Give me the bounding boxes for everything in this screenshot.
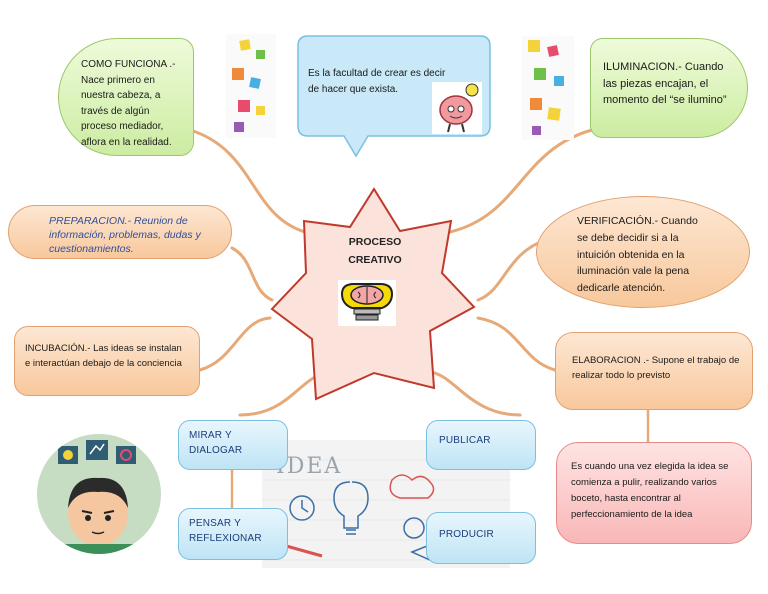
sticky-notes-image-right [522, 36, 574, 140]
node-elaboracion-detail: Es cuando una vez elegida la idea se com… [556, 442, 752, 544]
action-publicar: PUBLICAR [426, 420, 536, 470]
connector-como-funciona [188, 128, 307, 234]
central-title: PROCESO CREATIVO [325, 234, 425, 270]
node-incubacion: INCUBACIÓN.- Las ideas se instalan e int… [14, 326, 200, 396]
node-elaboracion: ELABORACION .- Supone el trabajo de real… [555, 332, 753, 410]
brain-character-icon [432, 82, 482, 134]
node-elaboracion-detail-text: Es cuando una vez elegida la idea se com… [571, 461, 729, 521]
connector-elaboracion [476, 316, 557, 372]
central-title-line2: CREATIVO [348, 253, 402, 266]
node-como-funciona: COMO FUNCIONA .- Nace primero en nuestra… [58, 38, 194, 156]
node-como-funciona-text: COMO FUNCIONA .- Nace primero en nuestra… [81, 59, 176, 148]
node-preparacion-text: PREPARACION.- Reunion de información, pr… [49, 215, 201, 256]
action-producir-text: PRODUCIR [439, 529, 494, 540]
central-title-line1: PROCESO [348, 236, 402, 248]
brain-lightbulb-icon [338, 280, 396, 326]
node-preparacion: PREPARACION.- Reunion de información, pr… [8, 205, 232, 259]
node-definition-text: Es la facultad de crear es decir de hace… [308, 68, 446, 95]
action-pensar-reflexionar-text: PENSAR Y REFLEXIONAR [189, 518, 262, 544]
node-incubacion-text: INCUBACIÓN.- Las ideas se instalan e int… [25, 343, 182, 370]
action-producir: PRODUCIR [426, 512, 536, 564]
connector-right-bottom [428, 370, 522, 417]
connector-verificacion [476, 238, 547, 302]
node-verificacion: VERIFICACIÓN.- Cuando se debe decidir si… [536, 196, 750, 308]
action-mirar-dialogar-text: MIRAR Y DIALOGAR [189, 430, 243, 456]
action-publicar-text: PUBLICAR [439, 435, 491, 446]
thinking-person-icon [37, 434, 161, 554]
action-mirar-dialogar: MIRAR Y DIALOGAR [178, 420, 288, 470]
connector-preparacion [230, 246, 274, 302]
node-verificacion-text: VERIFICACIÓN.- Cuando se debe decidir si… [577, 215, 698, 295]
connector-incubacion [198, 316, 272, 372]
node-iluminacion: ILUMINACION.- Cuando las piezas encajan,… [590, 38, 748, 138]
action-pensar-reflexionar: PENSAR Y REFLEXIONAR [178, 508, 288, 560]
node-definition: Es la facultad de crear es decir de hace… [308, 66, 458, 97]
sticky-notes-image-left [226, 34, 276, 138]
node-iluminacion-text: ILUMINACION.- Cuando las piezas encajan,… [603, 61, 727, 106]
node-elaboracion-text: ELABORACION .- Supone el trabajo de real… [572, 355, 740, 382]
